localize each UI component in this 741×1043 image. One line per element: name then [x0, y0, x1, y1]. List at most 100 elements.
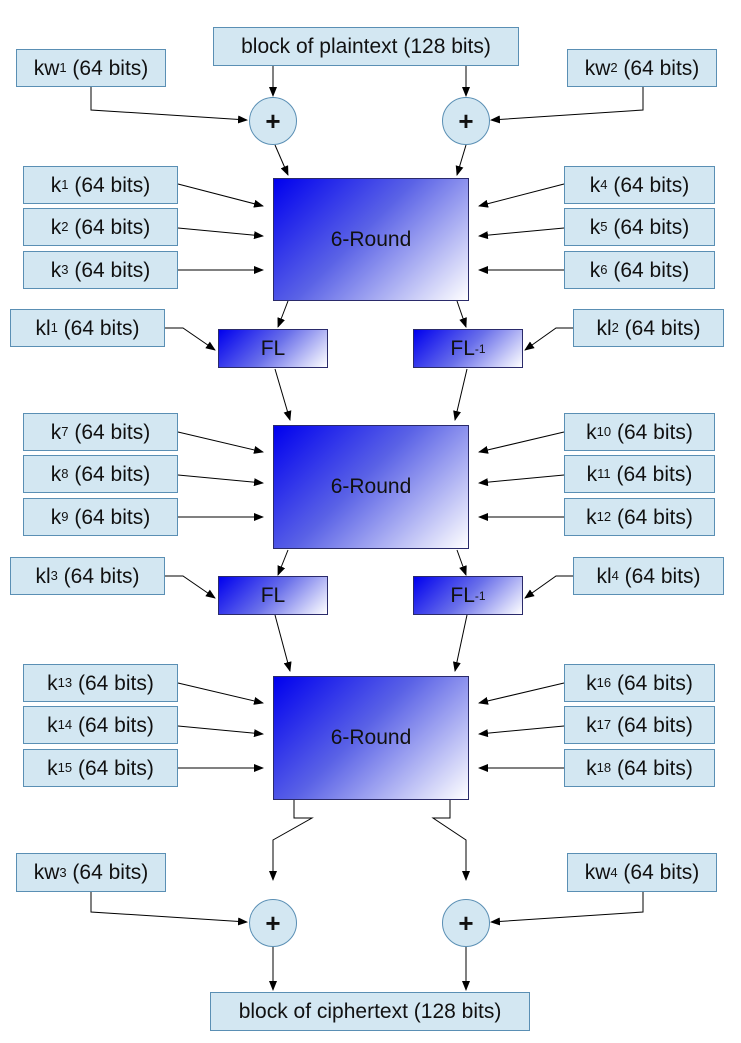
wire-kw2: [490, 87, 644, 124]
key-k18-size: (64 bits): [611, 756, 693, 780]
key-k3-name: k: [50, 258, 62, 282]
wire-k1: [177, 183, 264, 208]
key-k8-name: k: [50, 462, 62, 486]
wire-k16: [478, 682, 565, 705]
key-k15-name: k: [47, 756, 58, 780]
key-k18-name: k: [586, 756, 597, 780]
wire-round2-fl2: [277, 549, 289, 576]
wire-kw3: [90, 892, 248, 926]
fl-block-2: FL: [218, 576, 328, 615]
key-kl4-size: (64 bits): [618, 564, 701, 588]
key-kw3-size: (64 bits): [66, 861, 149, 884]
key-k16-name: k: [586, 671, 597, 695]
wire-round1-fl1: [277, 300, 289, 328]
key-kw1-size: (64 bits): [66, 56, 149, 80]
wire-kw1: [90, 87, 248, 124]
key-k12-size: (64 bits): [611, 505, 693, 529]
key-k5-name: k: [589, 215, 601, 239]
key-k15-size: (64 bits): [72, 756, 154, 780]
key-k1-name: k: [50, 173, 62, 197]
key-k14-size: (64 bits): [72, 713, 154, 737]
key-k4-size: (64 bits): [607, 173, 690, 197]
key-kw1-name: kw: [33, 56, 60, 80]
key-k9-size: (64 bits): [68, 505, 151, 529]
key-k11-name: k: [586, 462, 598, 486]
wire-kw4: [490, 892, 644, 926]
wire-xor1-round1: [274, 144, 289, 176]
key-kw4-name: kw: [584, 861, 611, 884]
fl-inverse-label: FL: [450, 583, 475, 607]
wire-round1-flinv1: [456, 300, 467, 328]
round-block-3: 6-Round: [273, 676, 469, 800]
xor-2: +: [442, 97, 490, 145]
wire-k7: [177, 431, 264, 454]
key-kw2-size: (64 bits): [617, 56, 700, 80]
wire-k10: [478, 431, 565, 454]
wire-k14: [177, 725, 264, 738]
wire-xor2-round1: [455, 144, 467, 176]
key-k1-size: (64 bits): [68, 173, 151, 197]
wire-k11: [478, 474, 565, 487]
key-kl3-size: (64 bits): [57, 564, 140, 588]
key-k10-size: (64 bits): [611, 420, 693, 444]
wire-k2: [177, 227, 264, 240]
xor-3: +: [249, 899, 297, 947]
wire-flinv2-round3: [452, 614, 468, 672]
key-k12-name: k: [586, 505, 597, 529]
key-k17-name: k: [586, 713, 597, 737]
key-kl2-size: (64 bits): [618, 316, 701, 340]
xor-4: +: [442, 899, 490, 947]
key-k13-size: (64 bits): [72, 671, 154, 695]
key-k4-name: k: [589, 173, 601, 197]
fl-block-1: FL: [218, 329, 328, 368]
wire-kl3: [164, 575, 216, 599]
wire-fl1-round2: [274, 368, 292, 421]
key-k5-size: (64 bits): [607, 215, 690, 239]
key-kw3-name: kw: [33, 861, 60, 884]
key-k8-size: (64 bits): [68, 462, 151, 486]
key-kl4-name: kl: [596, 564, 612, 588]
key-k10-name: k: [586, 420, 597, 444]
key-k9-name: k: [50, 505, 62, 529]
wire-k17: [478, 725, 565, 738]
key-k2-size: (64 bits): [68, 215, 151, 239]
key-k17-size: (64 bits): [611, 713, 693, 737]
xor-1: +: [249, 97, 297, 145]
key-k6-name: k: [589, 258, 601, 282]
fl-inverse-label: FL: [450, 336, 475, 360]
key-kl1-name: kl: [35, 316, 51, 340]
wire-swap-right: [431, 800, 470, 881]
wire-k4: [478, 183, 565, 208]
key-k14-name: k: [47, 713, 58, 737]
wire-round2-flinv2: [456, 549, 467, 576]
key-k7-name: k: [50, 420, 62, 444]
key-k6-size: (64 bits): [607, 258, 690, 282]
key-k7-size: (64 bits): [68, 420, 151, 444]
round-block-1: 6-Round: [273, 178, 469, 301]
key-k16-size: (64 bits): [611, 671, 693, 695]
fl-inverse-block-1: FL-1: [413, 329, 523, 368]
fl-inverse-block-2: FL-1: [413, 576, 523, 615]
ciphertext-block: block of ciphertext (128 bits): [210, 992, 530, 1031]
wire-k13: [177, 682, 264, 705]
